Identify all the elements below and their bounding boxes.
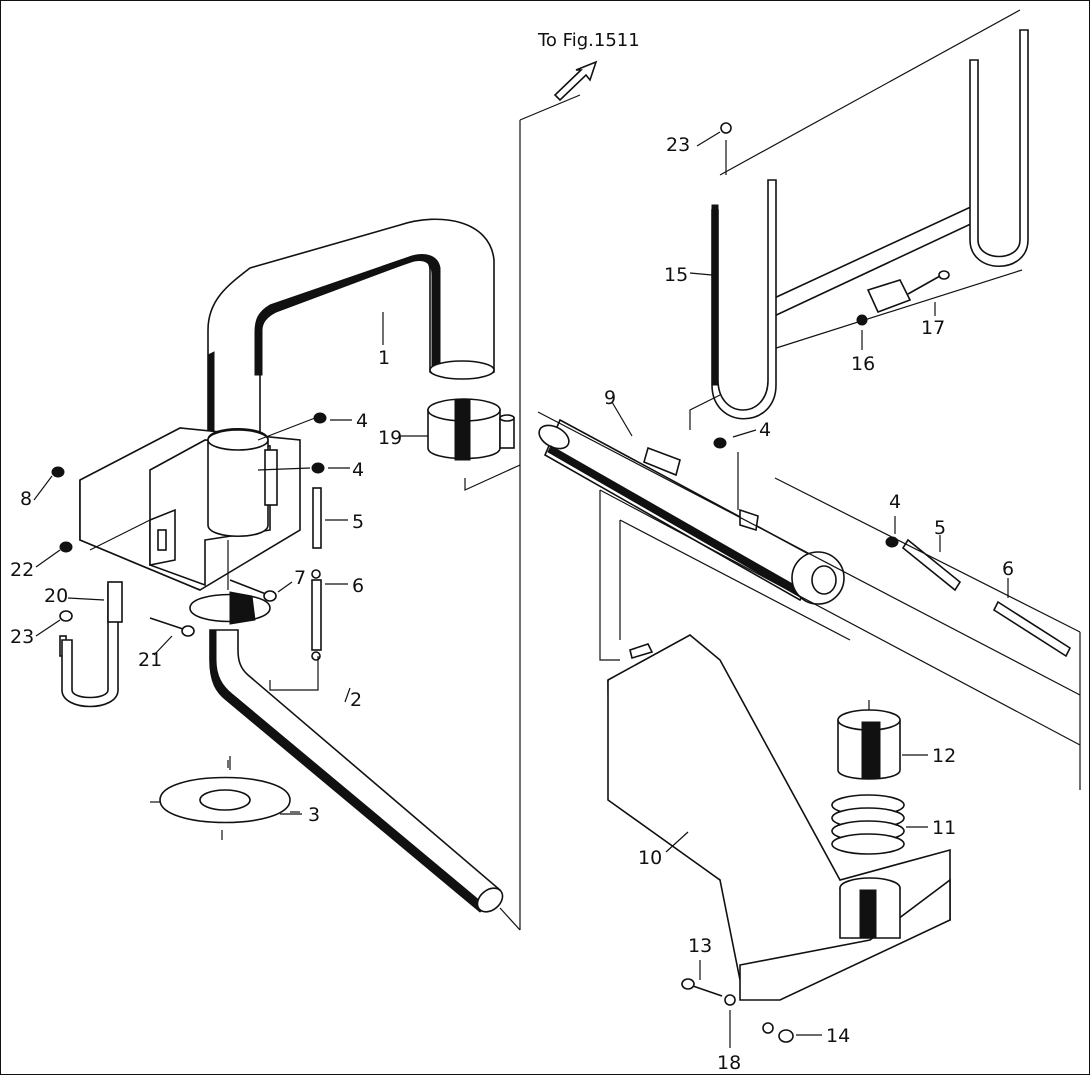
cross-shaft xyxy=(538,418,845,605)
callout-16: 16 xyxy=(851,353,875,375)
callout-3: 3 xyxy=(308,804,320,826)
callout-22: 22 xyxy=(10,559,34,581)
callout-2: 2 xyxy=(350,689,362,711)
callout-17: 17 xyxy=(921,317,945,339)
reference-arrow-icon xyxy=(553,60,598,102)
pipe-bend xyxy=(207,218,495,489)
callout-12: 12 xyxy=(932,745,956,767)
callout-4-shaft: 4 xyxy=(759,419,771,441)
callout-5-left: 5 xyxy=(352,511,364,533)
callout-4-lower: 4 xyxy=(352,459,364,481)
flange-plate xyxy=(150,760,300,840)
callout-20: 20 xyxy=(44,585,68,607)
left-bracket xyxy=(79,427,301,591)
callout-11: 11 xyxy=(932,817,956,839)
callout-14: 14 xyxy=(826,1025,850,1047)
reference-text: To Fig.1511 xyxy=(537,30,640,51)
callout-15: 15 xyxy=(664,264,688,286)
spring-11 xyxy=(831,794,905,855)
callout-9: 9 xyxy=(604,387,616,409)
callout-8: 8 xyxy=(20,488,32,510)
callout-23-left: 23 xyxy=(10,626,34,648)
pipe-lower xyxy=(189,591,504,913)
callout-10: 10 xyxy=(638,847,662,869)
callout-23-right: 23 xyxy=(666,134,690,156)
rear-frame xyxy=(711,9,1029,420)
callout-1: 1 xyxy=(378,347,390,369)
callout-13: 13 xyxy=(688,935,712,957)
callout-18: 18 xyxy=(717,1052,741,1074)
clamp-band xyxy=(427,398,515,461)
callout-21: 21 xyxy=(138,649,162,671)
support-bracket xyxy=(607,634,951,1001)
bushing-12 xyxy=(837,709,901,780)
callout-19: 19 xyxy=(378,427,402,449)
callout-6-right: 6 xyxy=(1002,558,1014,580)
leader-lines xyxy=(33,131,1009,1048)
callout-5-right: 5 xyxy=(934,517,946,539)
right-fasteners xyxy=(681,437,1072,1043)
u-bolt-left xyxy=(61,581,123,708)
callout-6-left: 6 xyxy=(352,575,364,597)
callout-4-pin: 4 xyxy=(889,491,901,513)
callout-4-upper: 4 xyxy=(356,410,368,432)
callout-labels: 1 2 3 4 4 4 4 5 5 6 6 7 8 9 10 11 12 13 … xyxy=(10,134,1014,1074)
callout-7: 7 xyxy=(294,567,306,589)
guide-lines xyxy=(89,94,1081,1040)
